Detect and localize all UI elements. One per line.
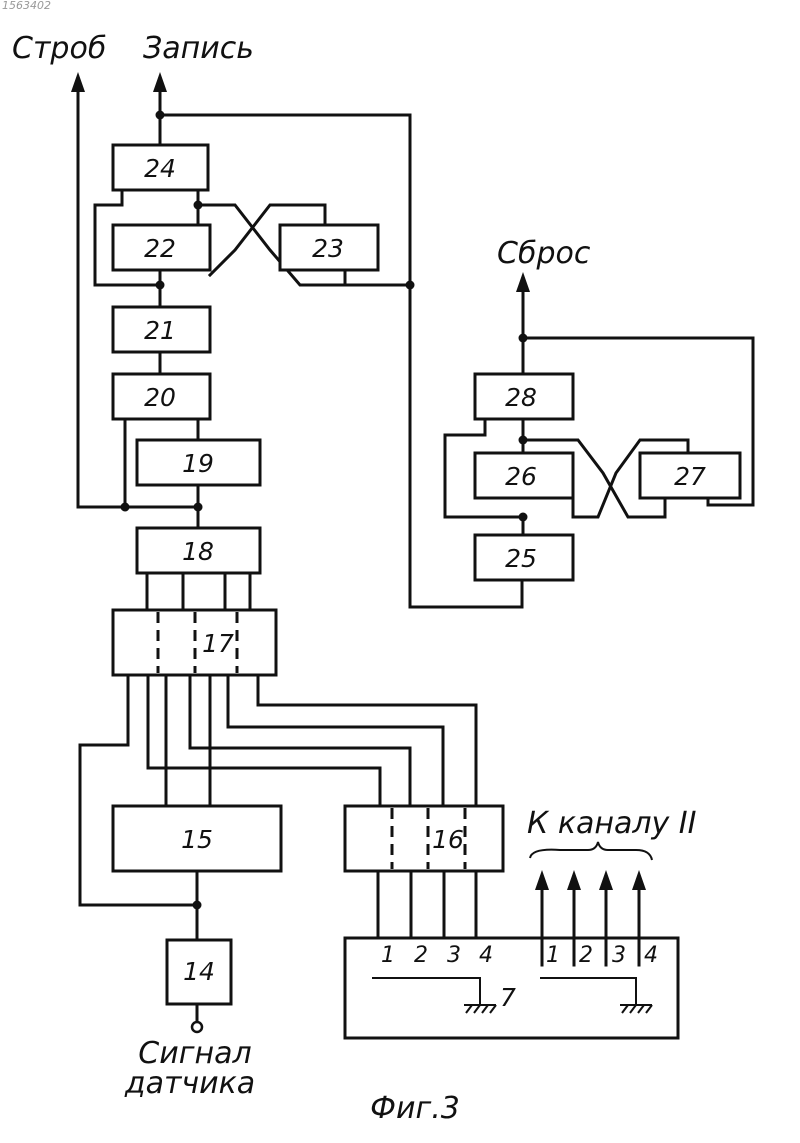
block-16 (345, 806, 503, 871)
strob-label: Строб (12, 31, 106, 66)
block-28-label: 28 (505, 383, 537, 412)
block-19-label: 19 (182, 449, 214, 478)
arrow-up-icon (599, 870, 613, 890)
bus-18-17 (147, 573, 250, 610)
block-26-label: 26 (505, 462, 537, 491)
zapis-label: Запись (143, 31, 254, 66)
pin-a3: 3 (447, 943, 461, 968)
block-14-label: 14 (183, 957, 215, 986)
block-24-label: 24 (144, 154, 176, 183)
block-22-label: 22 (144, 234, 176, 263)
strob-arrow-icon (71, 72, 85, 92)
pin-b4: 4 (644, 943, 658, 968)
pin-a1: 1 (381, 943, 395, 968)
block-21-label: 21 (144, 316, 176, 345)
block-18-label: 18 (182, 537, 214, 566)
block-20-label: 20 (144, 383, 176, 412)
arrow-up-icon (632, 870, 646, 890)
block-16-label: 16 (432, 825, 464, 854)
k-kanalu-label: К каналу II (527, 806, 697, 841)
block-25-label: 25 (505, 544, 537, 573)
pin-b1: 1 (546, 943, 560, 968)
signal-label-line2: датчика (124, 1066, 255, 1101)
switch-label-7: 7 (500, 983, 516, 1012)
pin-b2: 2 (579, 943, 593, 968)
junction-dot (156, 111, 165, 120)
brace-icon (530, 842, 652, 860)
pin-b3: 3 (612, 943, 626, 968)
figure-caption: Фиг.3 (370, 1091, 460, 1126)
sbros-label: Сброс (497, 236, 591, 271)
pin-a2: 2 (414, 943, 428, 968)
arrow-up-icon (567, 870, 581, 890)
sensor-terminal-icon (192, 1022, 202, 1032)
document-ref: 1563402 (2, 0, 51, 12)
zapis-arrow-icon (153, 72, 167, 92)
block-17-label: 17 (202, 629, 234, 658)
block-15-label: 15 (181, 825, 213, 854)
block-23-label: 23 (312, 234, 344, 263)
pin-a4: 4 (479, 943, 493, 968)
block-27-label: 27 (674, 462, 706, 491)
arrow-up-icon (535, 870, 549, 890)
strob-output-wire (71, 72, 85, 507)
sbros-arrow-icon (516, 272, 530, 292)
